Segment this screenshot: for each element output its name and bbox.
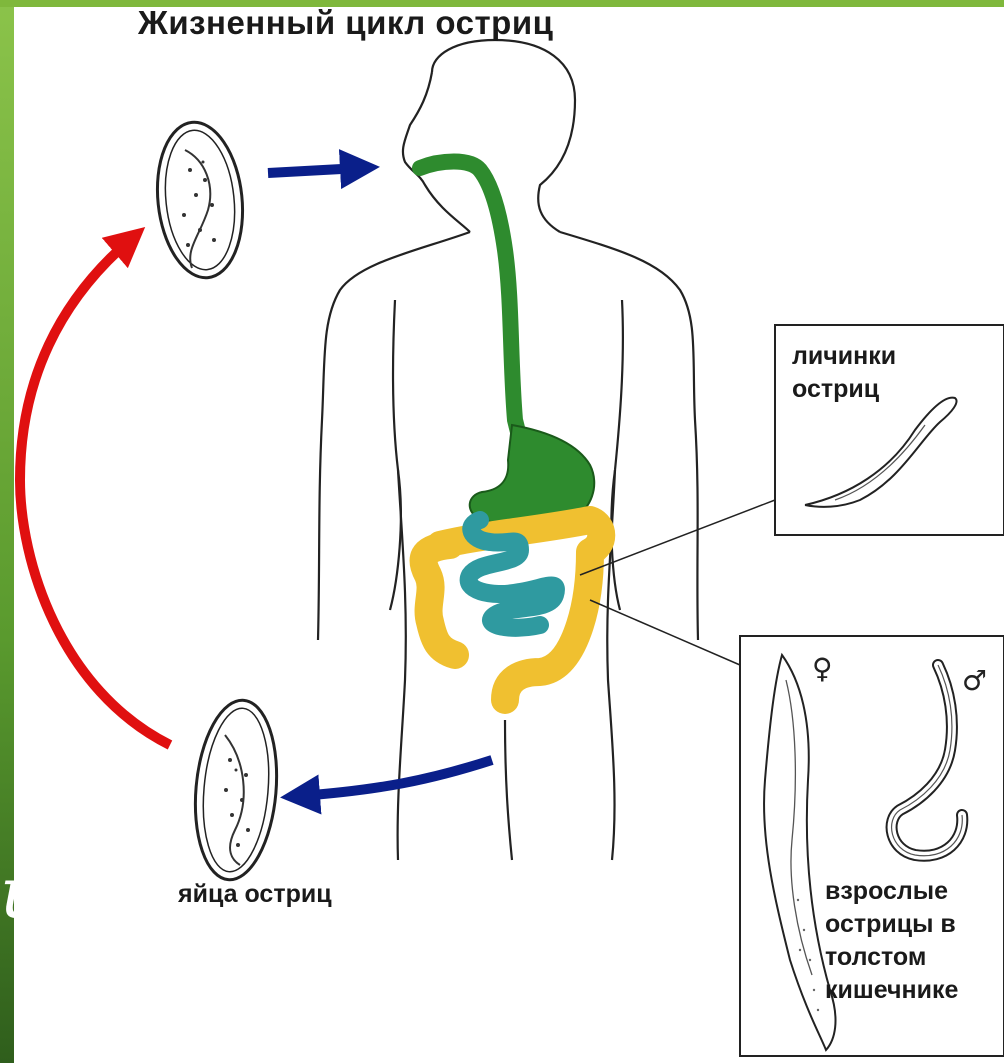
adults-label: взрослые острицы в толстом кишечнике xyxy=(825,875,958,1007)
blue-arrow-to-eggs xyxy=(300,760,492,796)
eggs-label: яйца остриц xyxy=(178,878,332,911)
male-symbol: ♂ xyxy=(962,664,987,697)
egg-icon xyxy=(188,697,283,883)
esophagus-stomach xyxy=(420,162,594,528)
larvae-label: личинки остриц xyxy=(792,340,896,406)
pointer-line-adults xyxy=(590,600,740,665)
female-symbol: ♀ xyxy=(812,652,833,685)
blue-arrow-to-mouth xyxy=(268,168,360,173)
page-title: Жизненный цикл остриц xyxy=(138,4,553,42)
human-body-outline xyxy=(318,40,698,860)
red-cycle-arrow xyxy=(20,240,170,745)
egg-icon xyxy=(150,118,250,282)
slide-text-fragment: й xyxy=(0,858,45,928)
